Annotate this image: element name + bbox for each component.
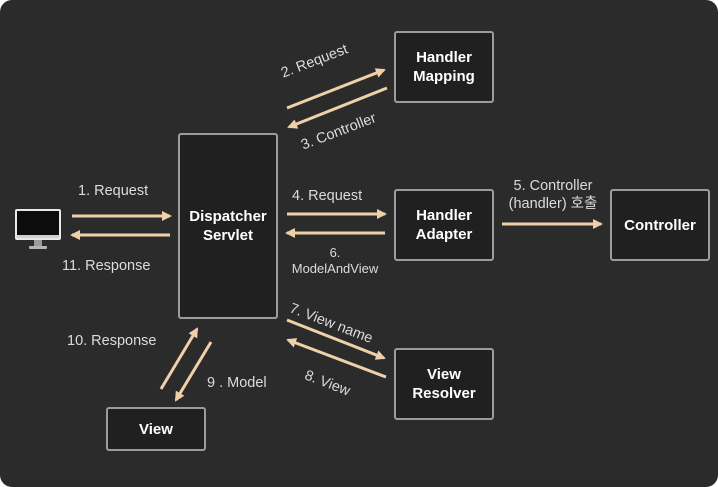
handler-adapter-label: Handler Adapter xyxy=(415,207,473,243)
label-11-response: 11. Response xyxy=(62,258,151,274)
monitor-icon xyxy=(15,209,61,249)
label-1-request: 1. Request xyxy=(78,183,149,199)
view-resolver-label: View Resolver xyxy=(412,366,476,402)
label-10-response: 10. Response xyxy=(67,333,157,349)
view-box: View xyxy=(106,407,206,451)
arrow-10-response xyxy=(159,327,199,390)
arrow-7-view-name xyxy=(286,318,386,360)
arrow-8-view xyxy=(286,338,387,379)
handler-mapping-box: Handler Mapping xyxy=(394,31,494,103)
label-5-controller: 5. Controller (handler) 호출 xyxy=(508,178,598,212)
dispatcher-servlet-box: Dispatcher Servlet xyxy=(178,133,278,319)
controller-box: Controller xyxy=(610,189,710,261)
view-label: View xyxy=(139,420,173,438)
arrow-2-request xyxy=(286,68,386,110)
arrow-9-model xyxy=(174,341,213,402)
view-resolver-box: View Resolver xyxy=(394,348,494,420)
label-9-model: 9 . Model xyxy=(207,375,267,391)
label-6-modelandview: 6. ModelAndView xyxy=(291,245,379,276)
handler-adapter-box: Handler Adapter xyxy=(394,189,494,261)
label-4-request: 4. Request xyxy=(292,188,363,204)
controller-label: Controller xyxy=(624,216,696,234)
dispatcher-servlet-label: Dispatcher Servlet xyxy=(189,208,267,244)
arrow-3-controller xyxy=(287,86,388,129)
handler-mapping-label: Handler Mapping xyxy=(413,49,475,85)
